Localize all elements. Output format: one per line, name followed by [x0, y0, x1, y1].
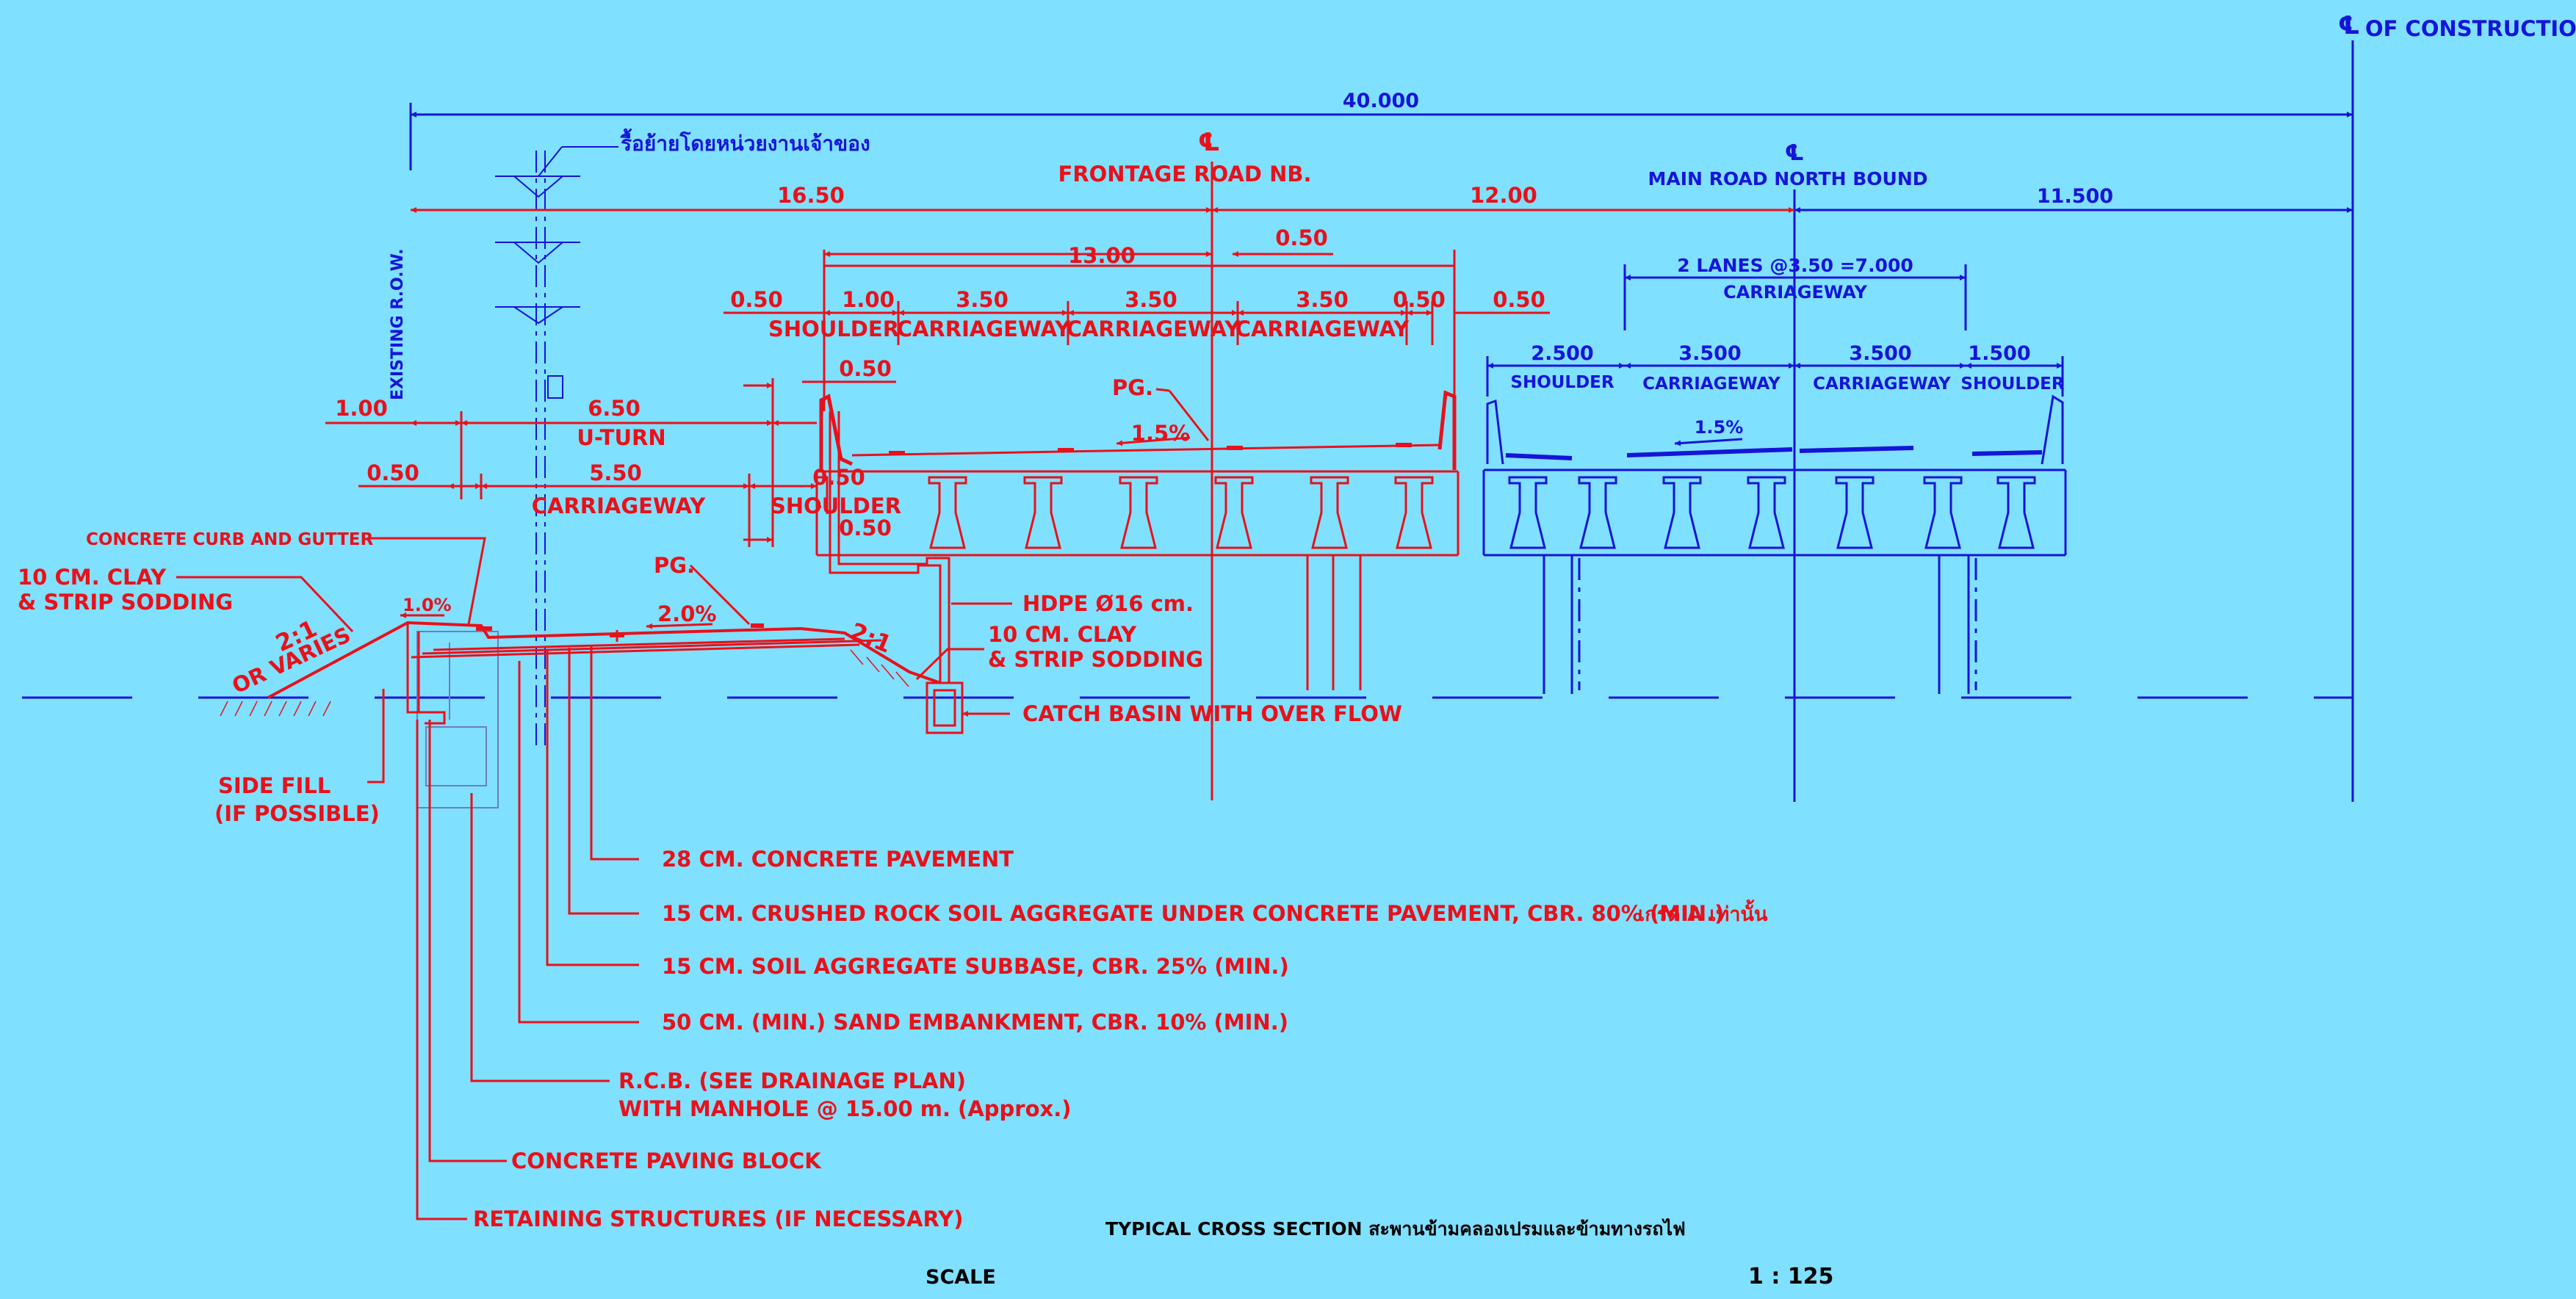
dim-0-50-a: 0.50 [730, 287, 783, 312]
slope-1-5-blue: 1.5% [1695, 417, 1744, 438]
dim-2-500: 2.500 [1531, 342, 1593, 365]
carriageway-frontage-3: CARRIAGEWAY [1235, 316, 1410, 341]
frontage-road-label: FRONTAGE ROAD NB. [1058, 162, 1312, 187]
concrete-paving-block: CONCRETE PAVING BLOCK [511, 1148, 822, 1173]
dim-3-50-c: 3.50 [1296, 287, 1349, 312]
clay-right-2: & STRIP SODDING [988, 647, 1203, 672]
existing-row-label: EXISTING R.O.W. [389, 249, 407, 400]
slope-2-1-right: 2:1 [846, 617, 895, 659]
frontage-centerline-symbol: ℄ [1198, 128, 1220, 157]
dim-13-00: 13.00 [1068, 243, 1136, 268]
rcb-label-1: R.C.B. (SEE DRAINAGE PLAN) [618, 1068, 966, 1093]
shoulder-main-1: SHOULDER [1510, 373, 1614, 392]
scale-label: SCALE [926, 1266, 996, 1289]
pg-left-label: PG. [654, 553, 695, 578]
clay-left-1: 10 CM. CLAY [18, 565, 167, 590]
dim-1-500: 1.500 [1968, 342, 2030, 365]
side-fill-2: (IF POSSIBLE) [214, 801, 380, 826]
dim-1-00-a: 1.00 [842, 287, 895, 312]
red-labels: 16.50 12.00 FRONTAGE ROAD NB. ℄ 13.00 0.… [18, 128, 1768, 1231]
dim-3-50-a: 3.50 [956, 287, 1009, 312]
shoulder-frontage: SHOULDER [768, 316, 899, 341]
layer-subbase: 15 CM. SOIL AGGREGATE SUBBASE, CBR. 25% … [662, 954, 1289, 979]
clay-left-2: & STRIP SODDING [18, 590, 233, 615]
layer-concrete-pavement: 28 CM. CONCRETE PAVEMENT [662, 847, 1014, 872]
dim-11-500: 11.500 [2037, 185, 2113, 208]
relocate-note: รื้อย้ายโดยหน่วยงานเจ้าของ [620, 128, 870, 156]
carriageway-frontage-1: CARRIAGEWAY [897, 316, 1072, 341]
shoulder-main-2: SHOULDER [1960, 374, 2065, 394]
carriageway-u-turn: CARRIAGEWAY [532, 493, 707, 518]
scale-value: 1 : 125 [1748, 1264, 1833, 1289]
dim-1-00-b: 1.00 [335, 396, 388, 421]
carriageway-frontage-2: CARRIAGEWAY [1067, 316, 1241, 341]
main-centerline-symbol: ℄ [1785, 140, 1805, 166]
dim-0-50-f: 0.50 [812, 465, 865, 490]
two-lanes-label: 2 LANES @3.50 =7.000 [1677, 255, 1913, 276]
dim-40-000: 40.000 [1343, 90, 1419, 112]
dim-3-500-a: 3.500 [1678, 342, 1741, 365]
dim-3-500-b: 3.500 [1849, 342, 1911, 365]
catch-basin-label: CATCH BASIN WITH OVER FLOW [1022, 701, 1402, 726]
rcb-label-2: WITH MANHOLE @ 15.00 m. (Approx.) [618, 1096, 1071, 1121]
side-fill-1: SIDE FILL [218, 773, 331, 798]
shoulder-u-turn: SHOULDER [771, 493, 901, 518]
layer-crushed-rock: 15 CM. CRUSHED ROCK SOIL AGGREGATE UNDER… [662, 901, 1724, 926]
dim-0-50-b: 0.50 [1393, 287, 1446, 312]
cl-construction-label: OF CONSTRUCTION [2365, 16, 2576, 41]
carriageway-main-2: CARRIAGEWAY [1813, 374, 1951, 394]
dim-0-50-g: 0.50 [839, 515, 892, 540]
grade-a-note: เกรด A เท่านั้น [1638, 899, 1768, 926]
concrete-curb-gutter: CONCRETE CURB AND GUTTER [86, 530, 374, 549]
layer-sand-embankment: 50 CM. (MIN.) SAND EMBANKMENT, CBR. 10% … [662, 1010, 1288, 1035]
hdpe-label: HDPE Ø16 cm. [1022, 591, 1194, 616]
dim-0-50-d: 0.50 [839, 356, 892, 381]
red-geometry [176, 162, 1794, 1220]
main-girders [1508, 476, 2036, 549]
dim-12-00: 12.00 [1470, 183, 1537, 208]
dim-0-50-c: 0.50 [1493, 287, 1545, 312]
dim-5-50: 5.50 [589, 460, 642, 485]
blue-labels: OF CONSTRUCTION ℄ 40.000 รื้อย้ายโดยหน่ว… [389, 11, 2576, 438]
slope-1-5-red: 1.5% [1131, 421, 1190, 446]
title-block: TYPICAL CROSS SECTION สะพานข้ามคลองเปรมแ… [926, 1217, 1833, 1289]
drawing-title: TYPICAL CROSS SECTION สะพานข้ามคลองเปรมแ… [1105, 1217, 1686, 1240]
retaining-structures: RETAINING STRUCTURES (IF NECESSARY) [473, 1206, 963, 1231]
carriageway-main-label: CARRIAGEWAY [1723, 282, 1867, 303]
dim-6-50: 6.50 [588, 396, 641, 421]
dim-0-50-e: 0.50 [367, 460, 419, 485]
dim-3-50-b: 3.50 [1125, 287, 1177, 312]
slope-1-0: 1.0% [403, 595, 452, 615]
frontage-girders [928, 476, 1434, 549]
dim-16-50: 16.50 [777, 183, 845, 208]
clay-right-1: 10 CM. CLAY [988, 622, 1137, 647]
pg-top-label: PG. [1112, 375, 1153, 400]
carriageway-main-1: CARRIAGEWAY [1642, 374, 1781, 394]
construction-centerline-symbol: ℄ [2338, 11, 2360, 40]
slope-2-0: 2.0% [657, 601, 716, 626]
u-turn-label: U-TURN [577, 425, 665, 450]
dim-0-50-top: 0.50 [1275, 225, 1328, 250]
main-road-label: MAIN ROAD NORTH BOUND [1648, 168, 1927, 189]
